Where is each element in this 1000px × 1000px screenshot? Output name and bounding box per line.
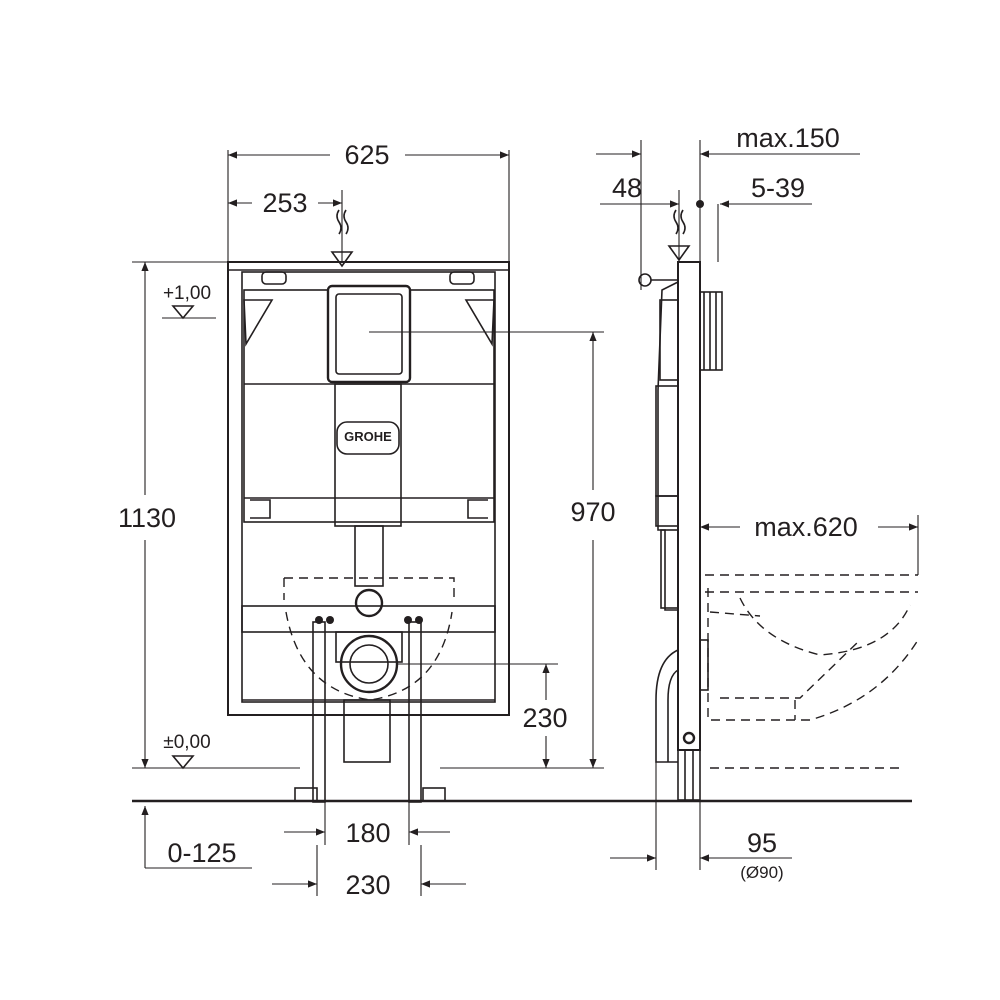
front-view: GROHE	[227, 209, 510, 803]
dim-projection: max.620	[754, 512, 858, 542]
dim-outlet-height: 230	[522, 703, 567, 733]
side-view	[638, 209, 919, 801]
dim-height: 1130	[118, 503, 176, 533]
dim-feet-inner: 180	[345, 818, 390, 848]
dim-offset: 253	[262, 188, 307, 218]
frame-inner	[241, 271, 496, 703]
level-floor: ±0,00	[163, 732, 210, 753]
brand-logo-badge	[336, 421, 400, 455]
frame-post	[677, 261, 701, 751]
flush-pipe-end	[354, 588, 384, 618]
dim-floor-adjust: 0-125	[167, 838, 236, 868]
dim-flush-height: 970	[570, 497, 615, 527]
dim-width: 625	[344, 140, 389, 170]
side-dimensions: max.150 48 5-39 max.620 95 (Ø90)	[596, 123, 919, 882]
level-top: +1,00	[163, 283, 211, 304]
front-dimensions: 625 253 1130 +1,00 ±0,00 970 230	[118, 140, 616, 900]
dim-depth-max: max.150	[736, 123, 840, 153]
foot-right	[408, 621, 422, 803]
dim-wall-thickness: 5-39	[751, 173, 805, 203]
dim-pipe-diameter: (Ø90)	[740, 863, 783, 882]
flush-plate-opening	[326, 284, 412, 384]
brand-logo: GROHE	[344, 429, 392, 444]
dim-pipe: 95	[747, 828, 777, 858]
dim-feet-outer: 230	[345, 870, 390, 900]
dim-side-offset: 48	[612, 173, 642, 203]
